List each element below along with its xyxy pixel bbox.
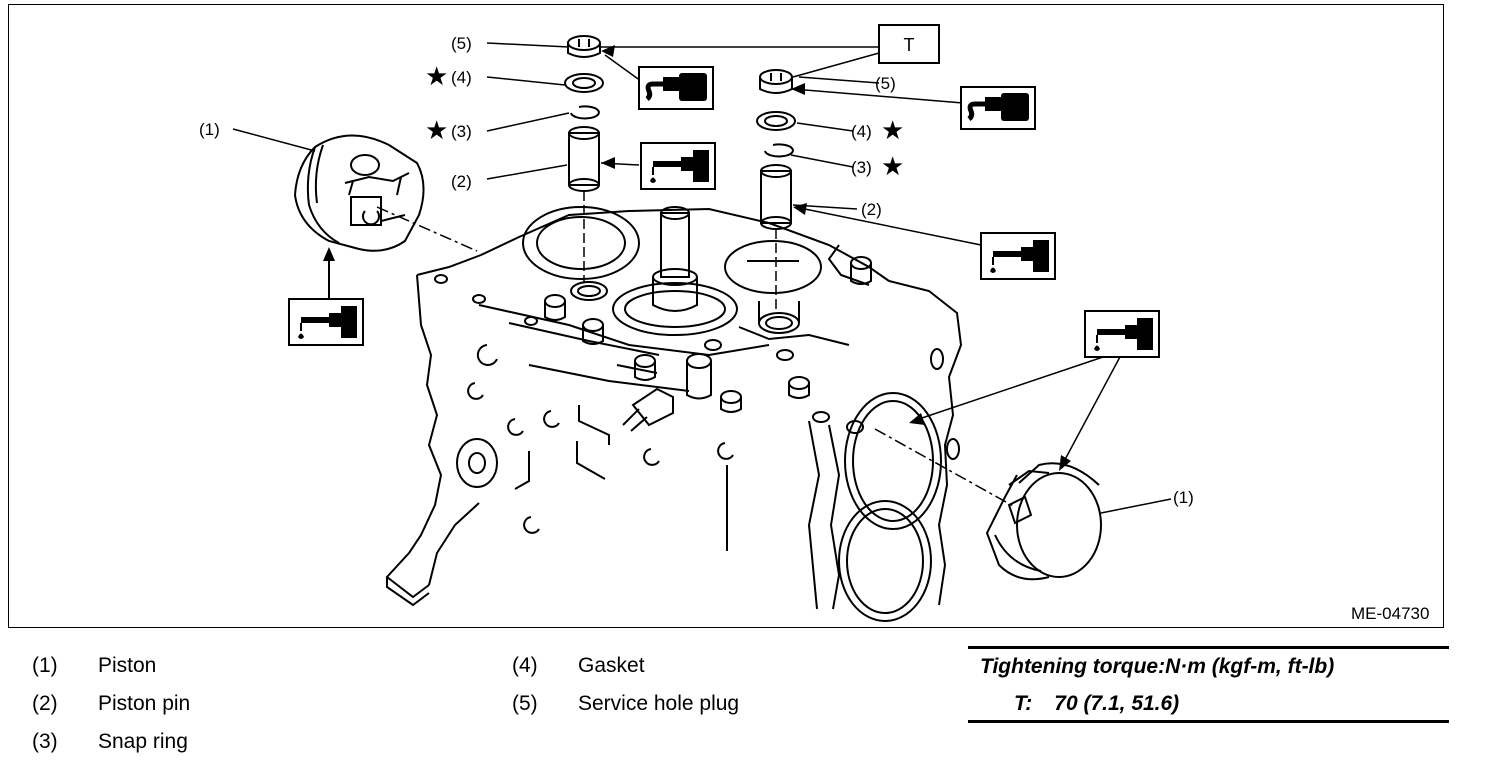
callout-right-piston: (1) [1173,488,1194,507]
grease-tube-icon [961,87,1035,129]
legend-label: Snap ring [98,730,188,753]
legend-number: (2) [32,692,58,715]
cylinder-bores [838,348,960,622]
legend-label: Service hole plug [578,692,740,715]
callout-left-gasket: (4) [451,68,472,87]
cylinder-block [385,206,963,610]
diagram-canvas: T (1) (5) ★ (4) ★ (3) (2) (5) (4) ★ (3) … [199,24,1429,623]
torque-symbol: T: [1014,692,1033,715]
legend-label: Gasket [578,654,645,677]
grease-tube-icon [639,67,713,109]
torque-rule-top [968,646,1449,649]
legend-label: Piston pin [98,692,191,715]
callout-right-gasket: (4) [851,122,872,141]
arrow-heads [601,45,1071,471]
oil-can-icon [1084,310,1160,358]
torque-spec: Tightening torque:N·m (kgf-m, ft-lb) T: 7… [968,646,1449,724]
legend-label: Piston [98,654,157,677]
callout-right-pin: (2) [861,200,882,219]
legend-number: (4) [512,654,538,677]
callout-left-pin: (2) [451,172,472,191]
star-icon: ★ [881,151,904,181]
torque-box-label: T [904,35,915,55]
figure-id: ME-04730 [1351,604,1429,623]
star-icon: ★ [881,115,904,145]
torque-heading: Tightening torque:N·m (kgf-m, ft-lb) [980,655,1335,678]
leader-lines [232,42,1172,514]
right-piston [985,462,1102,581]
torque-value-row: T: 70 (7.1, 51.6) [1014,692,1179,716]
torque-box [878,24,940,64]
callout-right-plug: (5) [875,74,896,93]
left-piston [293,134,425,252]
legend-number: (1) [32,654,58,677]
callout-left-snap-ring: (3) [451,122,472,141]
left-service-stack [564,35,604,192]
callout-left-piston: (1) [199,120,220,139]
oil-can-icon [640,142,716,190]
legend-number: (5) [512,692,538,715]
callout-left-plug: (5) [451,34,472,53]
right-service-stack [756,69,796,230]
torque-rule-bottom [968,720,1449,723]
legend-number: (3) [32,730,58,753]
star-icon: ★ [425,115,448,145]
callout-right-snap-ring: (3) [851,158,872,177]
oil-can-icon [288,298,364,346]
oil-can-icon [980,232,1056,280]
exploded-diagram: T (1) (5) ★ (4) ★ (3) (2) (5) (4) ★ (3) … [8,4,1444,628]
star-icon: ★ [425,61,448,91]
torque-value: 70 (7.1, 51.6) [1054,692,1180,715]
